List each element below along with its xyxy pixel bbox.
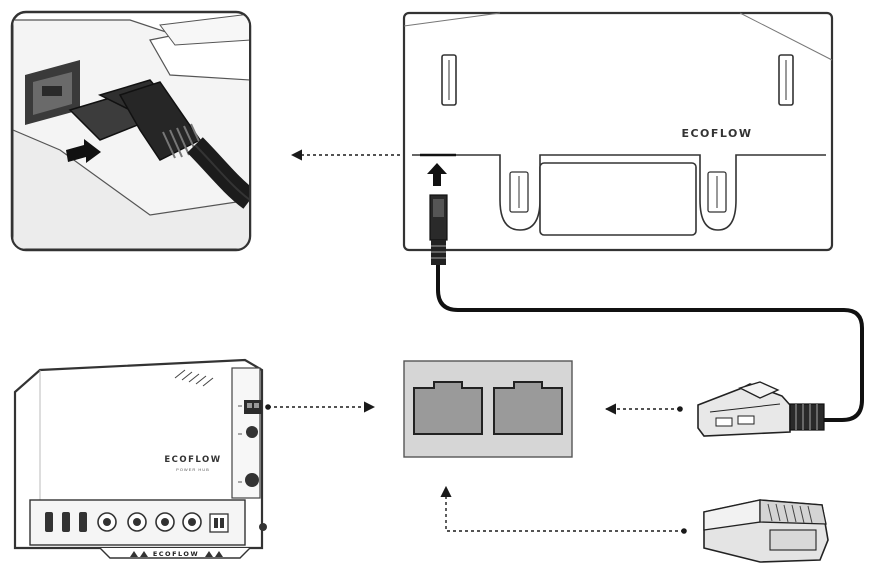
power-hub-bottom-logo: ECOFLOW	[153, 550, 199, 558]
ethernet-cable	[436, 265, 864, 422]
right-arrow-icon	[66, 139, 101, 163]
ethernet-socket-right	[493, 381, 563, 435]
power-hub-logo: ECOFLOW	[164, 455, 221, 465]
vertical-rj45-plug	[429, 194, 448, 265]
ethernet-port-panel	[403, 360, 573, 458]
inset-rj45-plug	[68, 79, 249, 209]
main-unit-bottom-view: ECOFLOW	[402, 11, 834, 265]
up-arrow-icon	[427, 163, 447, 186]
power-hub-ethernet-port	[244, 400, 262, 414]
power-hub-unit: ECOFLOW POWER HUB ECOFLOW	[13, 358, 267, 559]
zoom-inset-panel	[10, 10, 252, 252]
terminator-plug	[703, 499, 829, 563]
rj45-cable-plug	[697, 381, 825, 437]
dotted-arrow-from-terminator	[440, 485, 684, 532]
inset-ethernet-socket	[25, 60, 80, 125]
main-unit-logo: ECOFLOW	[681, 127, 752, 140]
power-hub-sublabel: POWER HUB	[176, 467, 210, 472]
ethernet-socket-left	[413, 381, 483, 435]
